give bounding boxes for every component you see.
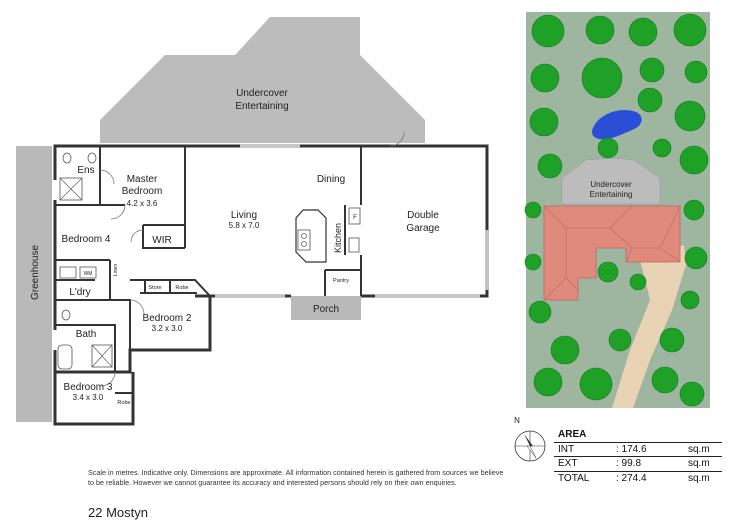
- pool: [592, 109, 642, 140]
- living-size: 5.8 x 7.0: [229, 221, 260, 230]
- area-unit: sq.m: [688, 443, 710, 455]
- site-undercover-label-2: Entertaining: [590, 190, 633, 199]
- area-row-int: INT : 174.6 sq.m: [554, 443, 722, 457]
- undercover-label-2: Entertaining: [235, 101, 288, 112]
- garage-label-1: Double: [407, 210, 439, 221]
- robe-label: Robe: [175, 285, 188, 291]
- area-row-total: TOTAL : 274.4 sq.m: [554, 472, 722, 486]
- toilet-ens: [87, 152, 97, 164]
- area-label: INT: [558, 443, 575, 455]
- driveway-path: [612, 245, 686, 408]
- kitchen-island: [295, 209, 327, 263]
- bedroom3-label: Bedroom 3: [64, 382, 113, 393]
- trees: [524, 13, 709, 407]
- bath-label: Bath: [76, 329, 97, 340]
- roof-ridges: [543, 205, 681, 301]
- area-value: : 99.8: [616, 458, 642, 470]
- area-value: : 274.4: [616, 472, 647, 484]
- master-label-1: Master: [127, 174, 158, 185]
- store-label: Store: [148, 285, 161, 291]
- porch-area: [291, 296, 361, 320]
- porch-label: Porch: [313, 304, 339, 315]
- window-lines: [215, 144, 489, 298]
- greenhouse-label: Greenhouse: [30, 245, 41, 300]
- interior-walls: [55, 146, 362, 394]
- laundry-tub: [59, 266, 77, 279]
- laundry-label: L'dry: [69, 287, 90, 298]
- toilet-bath: [61, 309, 71, 321]
- dining-label: Dining: [317, 174, 345, 185]
- shower-ens: [59, 177, 83, 201]
- hotplate-icon: [301, 241, 307, 247]
- ens-label: Ens: [77, 165, 94, 176]
- cooktop: [297, 229, 311, 251]
- pantry-label: Pantry: [333, 278, 349, 284]
- area-label: TOTAL: [558, 472, 590, 484]
- bathtub: [57, 344, 73, 370]
- bedroom2-label: Bedroom 2: [143, 313, 192, 324]
- area-table: AREA INT : 174.6 sq.m EXT : 99.8 sq.m TO…: [554, 428, 722, 485]
- master-label-2: Bedroom: [122, 186, 163, 197]
- window-gaps: [53, 144, 489, 350]
- robe3-label: Robe: [117, 400, 130, 406]
- bedroom2-size: 3.2 x 3.0: [152, 324, 183, 333]
- area-value: : 174.6: [616, 443, 647, 455]
- area-title: AREA: [558, 429, 587, 441]
- undercover-label-1: Undercover: [236, 88, 288, 99]
- site-undercover-label-1: Undercover: [590, 180, 632, 189]
- disclaimer-text: Scale in metres. Indicative only. Dimens…: [88, 468, 504, 487]
- linen-label: Linen: [113, 264, 119, 276]
- fridge-space: [348, 207, 361, 225]
- kitchen-label: Kitchen: [333, 223, 343, 253]
- house-roof: [543, 205, 681, 301]
- bedroom3-size: 3.4 x 3.0: [73, 393, 104, 402]
- bedroom4-label: Bedroom 4: [62, 234, 111, 245]
- living-label: Living: [231, 210, 257, 221]
- wir-label: WIR: [152, 235, 171, 246]
- sink: [348, 237, 360, 253]
- site-undercover: [561, 157, 661, 205]
- wm-label: WM: [84, 271, 93, 277]
- outer-walls: [53, 144, 489, 426]
- fridge-label: F: [353, 215, 357, 221]
- north-label: N: [514, 416, 520, 425]
- property-address: 22 Mostyn: [88, 505, 148, 520]
- area-unit: sq.m: [688, 472, 710, 484]
- area-row-ext: EXT : 99.8 sq.m: [554, 457, 722, 472]
- site-plan: Undercover Entertaining: [524, 12, 710, 408]
- basin-ens: [62, 152, 72, 164]
- area-label: EXT: [558, 458, 578, 470]
- master-size: 4.2 x 3.6: [127, 199, 158, 208]
- hotplate-icon: [301, 233, 307, 239]
- washing-machine-space: [79, 266, 97, 279]
- garage-label-2: Garage: [406, 223, 440, 234]
- greenhouse-area: [16, 146, 52, 422]
- undercover-entertaining-area: [100, 17, 425, 143]
- area-unit: sq.m: [688, 458, 710, 470]
- north-compass: N: [514, 416, 546, 462]
- shower-bath: [91, 344, 113, 368]
- door-swings: [99, 131, 405, 387]
- area-title-row: AREA: [554, 428, 722, 443]
